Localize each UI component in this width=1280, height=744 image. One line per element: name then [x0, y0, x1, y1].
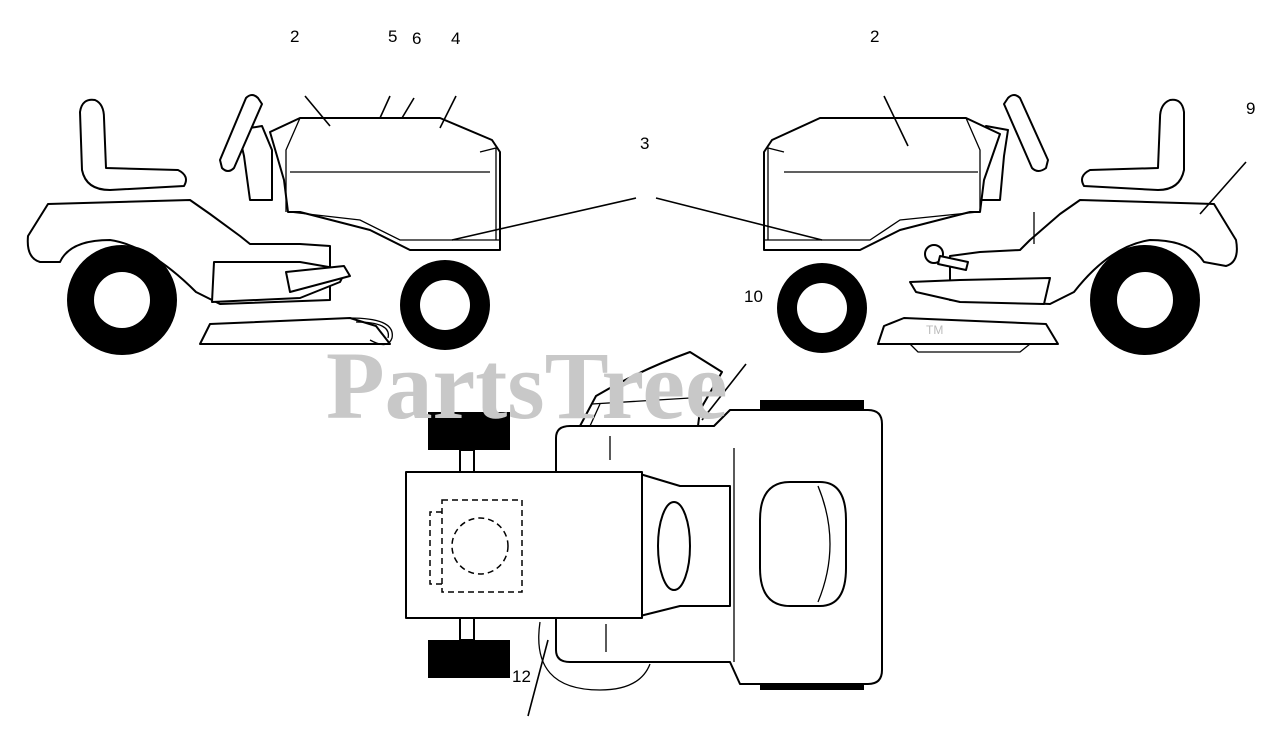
right-mower-deck: [877, 317, 1059, 345]
right-frame: [909, 277, 1051, 305]
top-view-tractor-illustration: [405, 351, 883, 691]
right-steering-wheel: [1003, 94, 1049, 172]
left-steering-wheel: [219, 94, 263, 172]
callout-right-9: 9: [1246, 99, 1255, 118]
top-hood: [405, 471, 643, 619]
right-side-tractor-illustration: [763, 94, 1238, 355]
callout-right-2: 2: [870, 27, 879, 46]
callout-left-2: 2: [290, 27, 299, 46]
left-steering-column: [237, 125, 273, 201]
left-side-tractor-illustration: [26, 94, 501, 355]
top-front-tire-upper: [428, 412, 510, 450]
top-seat: [759, 481, 847, 607]
callout-center-3: 3: [640, 134, 649, 153]
watermark-text: PartsTree: [326, 332, 728, 439]
watermark-trademark: TM: [926, 323, 943, 337]
callout-left-4: 4: [451, 29, 460, 48]
leader-lines: [304, 95, 1247, 717]
right-hood: [763, 117, 1001, 251]
top-front-tire-lower: [428, 640, 510, 678]
callout-left-5: 5: [388, 27, 397, 46]
right-seat: [1081, 98, 1185, 191]
callout-left-6: 6: [412, 29, 421, 48]
callout-bottom-12: 12: [512, 667, 531, 686]
callout-right-10: 10: [744, 287, 763, 306]
left-hood: [269, 117, 501, 251]
left-seat: [79, 98, 187, 191]
